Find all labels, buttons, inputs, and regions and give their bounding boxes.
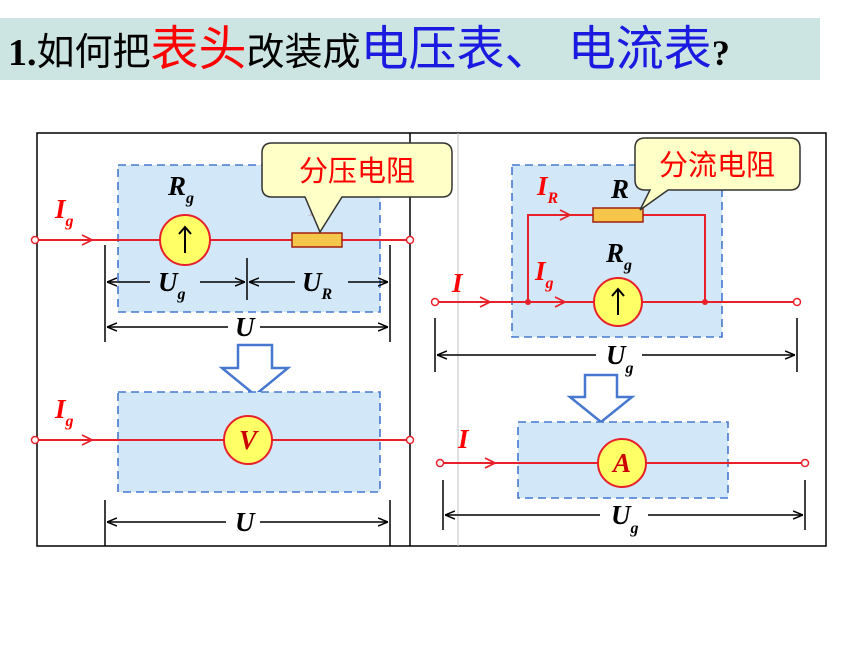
ammeter-letter: A [611, 448, 631, 478]
callout-text: 分压电阻 [299, 154, 415, 188]
terminal-left [30, 235, 40, 245]
arrow-up-icon [611, 287, 625, 315]
galvanometer-current-label: Ig [534, 256, 554, 292]
current-label: Ig [54, 394, 74, 430]
shunt-current-label: IR [536, 171, 559, 207]
ammeter-bottom-circuit: I A Ug [435, 421, 810, 537]
callout-bubble [261, 142, 453, 234]
total-current-label: I [451, 268, 464, 298]
title-question-mark: ? [711, 33, 730, 73]
galvanometer-current-arrow-icon [554, 296, 568, 308]
galvanometer-voltage-label: Ug [158, 267, 186, 303]
junction-node [702, 299, 708, 305]
total-voltage-label: U [235, 312, 256, 342]
junction-node [525, 299, 531, 305]
resistor-voltage-label: UR [302, 267, 333, 303]
current-arrow-icon [81, 434, 95, 446]
ammeter-symbol [597, 438, 647, 488]
galvanometer-resistance-label: Rg [167, 171, 194, 207]
voltage-label: Ug [611, 500, 639, 537]
galvanometer-resistance-label: Rg [605, 238, 632, 274]
terminal-left [30, 435, 40, 445]
terminal-right [405, 435, 415, 445]
current-arrow-icon [81, 234, 95, 246]
title-lead: 如何把 [36, 30, 151, 74]
voltmeter-symbol [223, 415, 273, 465]
arrow-up-icon [178, 225, 192, 253]
terminal-right [405, 235, 415, 245]
title-middle: 改装成 [246, 30, 361, 74]
arrow-down-icon [566, 373, 636, 424]
title-number: 1. [8, 32, 37, 74]
current-arrow-icon [484, 457, 498, 469]
shunt-current-arrow-icon [559, 209, 573, 221]
terminal-right [800, 458, 810, 468]
voltmeter-top-circuit: Ig Rg R 分压电阻 Ug UR U [30, 142, 453, 342]
arrow-down-icon [218, 343, 292, 397]
title-bar: 1.如何把表头改装成电压表、 电流表? [0, 18, 820, 80]
series-resistor [291, 232, 343, 248]
terminal-left [435, 458, 445, 468]
terminal-right [792, 297, 802, 307]
voltmeter-bottom-circuit: Ig V U [30, 391, 415, 546]
callout-text: 分流电阻 [659, 148, 775, 182]
shunt-resistor-label: R [610, 174, 629, 204]
shunt-resistor [592, 207, 644, 223]
voltage-label: Ug [606, 340, 634, 377]
total-current-label: I [457, 424, 470, 454]
current-arrow-icon [479, 296, 493, 308]
terminal-left [430, 297, 440, 307]
total-voltage-label: U [235, 507, 256, 537]
title-meter-term: 表头 [150, 21, 247, 77]
title-targets: 电压表、 电流表 [360, 21, 712, 77]
voltmeter-letter: V [239, 425, 259, 455]
callout-bubble [634, 137, 801, 211]
current-label: Ig [54, 194, 74, 230]
ammeter-top-circuit: R IR Rg Ig I 分流电阻 Ug [430, 137, 802, 377]
